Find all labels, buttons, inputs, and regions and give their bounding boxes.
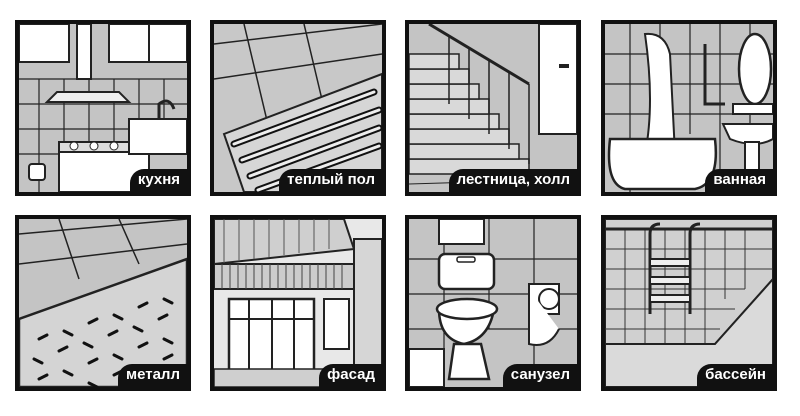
toilet-icon	[409, 219, 577, 387]
tile-label-pool: бассейн	[697, 364, 773, 387]
tile-stairs[interactable]: лестница, холл	[405, 20, 581, 196]
bathtub-icon	[605, 24, 773, 192]
tile-label-metal: металл	[118, 364, 187, 387]
tile-metal[interactable]: металл	[15, 215, 191, 391]
heated-floor-icon	[214, 24, 382, 192]
tile-toilet[interactable]: санузел	[405, 215, 581, 391]
tile-label-facade: фасад	[319, 364, 382, 387]
tile-label-kitchen: кухня	[129, 169, 187, 192]
tile-facade[interactable]: фасад	[210, 215, 386, 391]
tile-label-bathroom: ванная	[705, 169, 773, 192]
tile-label-warm-floor: теплый пол	[279, 169, 382, 192]
stairs-icon	[409, 24, 577, 192]
tile-label-toilet: санузел	[502, 364, 577, 387]
tile-label-stairs: лестница, холл	[448, 169, 577, 192]
metal-plate-icon	[19, 219, 187, 387]
tile-warm-floor[interactable]: теплый пол	[210, 20, 386, 196]
kitchen-icon	[19, 24, 187, 192]
tile-pool[interactable]: бассейн	[601, 215, 777, 391]
pool-icon	[605, 219, 773, 387]
tile-kitchen[interactable]: кухня	[15, 20, 191, 196]
tile-bathroom[interactable]: ванная	[601, 20, 777, 196]
house-facade-icon	[214, 219, 382, 387]
